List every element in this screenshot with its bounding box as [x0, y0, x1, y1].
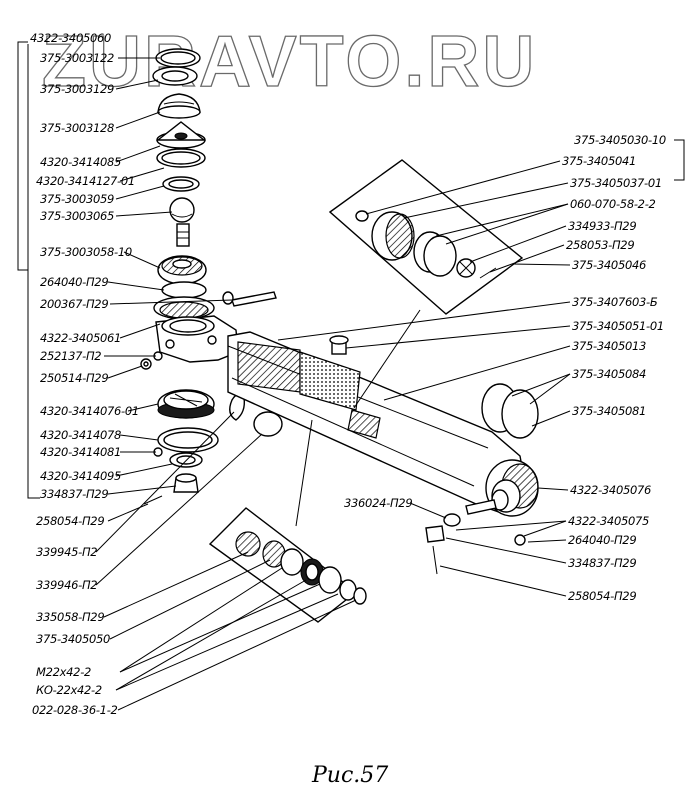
- label-375-3405084: 375-3405084: [572, 367, 646, 381]
- label-375-3405013: 375-3405013: [572, 339, 646, 353]
- label-335058-P29: 335058-П29: [36, 610, 104, 624]
- label-375-3405030-10: 375-3405030-10: [574, 133, 666, 147]
- figure-caption: Рис.57: [311, 763, 388, 788]
- left-labels: 4322-3405060 375-3003122 375-3003129 375…: [30, 31, 139, 717]
- label-200367-P29: 200367-П29: [40, 297, 108, 311]
- label-264040-P29-right: 264040-П29: [568, 533, 636, 547]
- label-339946-P2: 339946-П2: [36, 578, 97, 592]
- label-250514-P29: 250514-П29: [40, 371, 108, 385]
- valve-stack-parts: [140, 48, 283, 505]
- right-labels: 375-3405030-10 375-3405041 375-3405037-0…: [344, 133, 666, 603]
- label-4322-3405076: 4322-3405076: [570, 483, 651, 497]
- label-375-3405041: 375-3405041: [562, 154, 636, 168]
- label-264040-P29-top: 264040-П29: [40, 275, 108, 289]
- label-4320-3414078: 4320-3414078: [40, 428, 121, 442]
- rack-body: [227, 331, 539, 575]
- label-375-3405051-01: 375-3405051-01: [572, 319, 664, 333]
- label-375-3405050: 375-3405050: [36, 632, 110, 646]
- label-4320-3414095: 4320-3414095: [40, 469, 121, 483]
- label-KO-22x42-2: КО-22х42-2: [36, 683, 102, 697]
- label-339945-P2: 339945-П2: [36, 545, 97, 559]
- label-4320-3414085: 4320-3414085: [40, 155, 121, 169]
- label-4322-3405060: 4322-3405060: [30, 31, 111, 45]
- label-252137-P2: 252137-П2: [40, 349, 101, 363]
- label-334837-P29-right: 334837-П29: [568, 556, 636, 570]
- label-4322-3405075: 4322-3405075: [568, 514, 649, 528]
- watermark: ZURAVTO.RU: [42, 22, 537, 102]
- label-375-3405037-01: 375-3405037-01: [570, 176, 662, 190]
- label-4322-3405061: 4322-3405061: [40, 331, 121, 345]
- group-brackets: [17, 41, 685, 499]
- label-375-3405081: 375-3405081: [572, 404, 646, 418]
- label-M22x42-2: М22х42-2: [36, 665, 91, 679]
- label-375-3003059: 375-3003059: [40, 192, 114, 206]
- label-375-3003128: 375-3003128: [40, 121, 114, 135]
- piston-kit-inset: [328, 159, 524, 315]
- label-334933-P29: 334933-П29: [568, 219, 636, 233]
- label-375-3405046: 375-3405046: [572, 258, 646, 272]
- label-375-3003129: 375-3003129: [40, 82, 114, 96]
- label-022-028-36-1-2: 022-028-36-1-2: [32, 703, 118, 717]
- label-4320-3414081: 4320-3414081: [40, 445, 121, 459]
- label-375-3003065: 375-3003065: [40, 209, 114, 223]
- label-4320-3414127-01: 4320-3414127-01: [36, 174, 135, 188]
- bearing-kit-inset: [208, 507, 367, 623]
- label-258053-P29: 258053-П29: [566, 238, 634, 252]
- label-258054-P29-left: 258054-П29: [36, 514, 104, 528]
- label-4320-3414076-01: 4320-3414076-01: [40, 404, 139, 418]
- label-336024-P29: 336024-П29: [344, 496, 412, 510]
- label-375-3003122: 375-3003122: [40, 51, 114, 65]
- leader-lines: [95, 57, 571, 711]
- label-375-3003058-10: 375-3003058-10: [40, 245, 132, 259]
- label-334837-P29-left: 334837-П29: [40, 487, 108, 501]
- label-060-070-58-2-2: 060-070-58-2-2: [570, 197, 656, 211]
- label-375-3407603-B: 375-3407603-Б: [572, 295, 658, 309]
- label-258054-P29-right: 258054-П29: [568, 589, 636, 603]
